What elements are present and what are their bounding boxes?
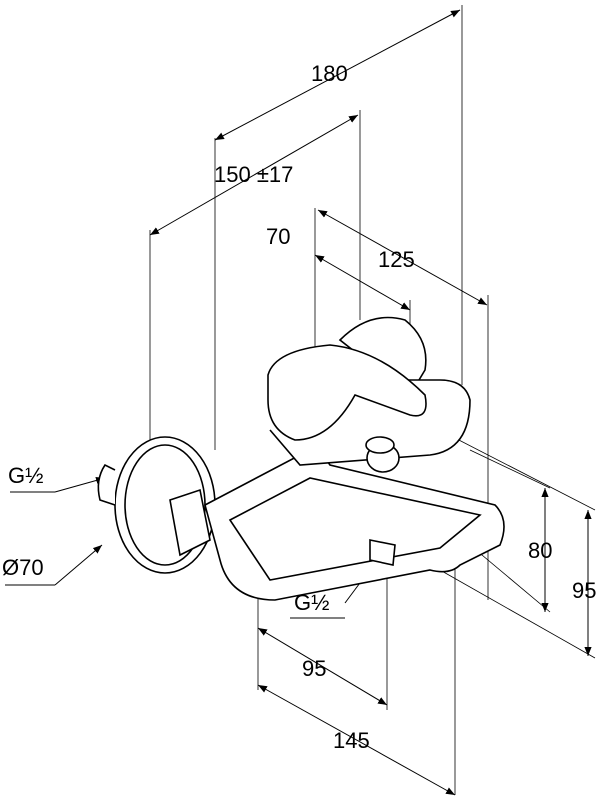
leader-d70 <box>54 544 103 586</box>
label-rosette-diameter: Ø70 <box>2 555 44 580</box>
right-rosette <box>338 316 427 397</box>
outlet <box>369 539 396 566</box>
leader-g-left <box>54 476 106 493</box>
dim-125 <box>317 209 488 306</box>
dim-150 <box>149 114 359 236</box>
dim-label-95-bottom: 95 <box>302 656 327 681</box>
label-inlet-thread: G½ <box>8 463 44 488</box>
left-nut <box>169 488 211 557</box>
handle <box>267 344 427 441</box>
dimension-lines <box>5 9 592 796</box>
dim-label-150: 150 ±17 <box>214 162 294 187</box>
dim-label-125: 125 <box>378 247 415 272</box>
dim-label-80: 80 <box>528 538 553 563</box>
dim-label-70: 70 <box>266 224 291 249</box>
dim-label-145: 145 <box>333 728 370 753</box>
dim-145 <box>257 684 456 796</box>
dim-label-180: 180 <box>311 61 348 86</box>
faucet-body <box>97 316 505 601</box>
label-outlet-thread: G½ <box>294 590 330 615</box>
dim-label-95-right: 95 <box>572 578 597 603</box>
